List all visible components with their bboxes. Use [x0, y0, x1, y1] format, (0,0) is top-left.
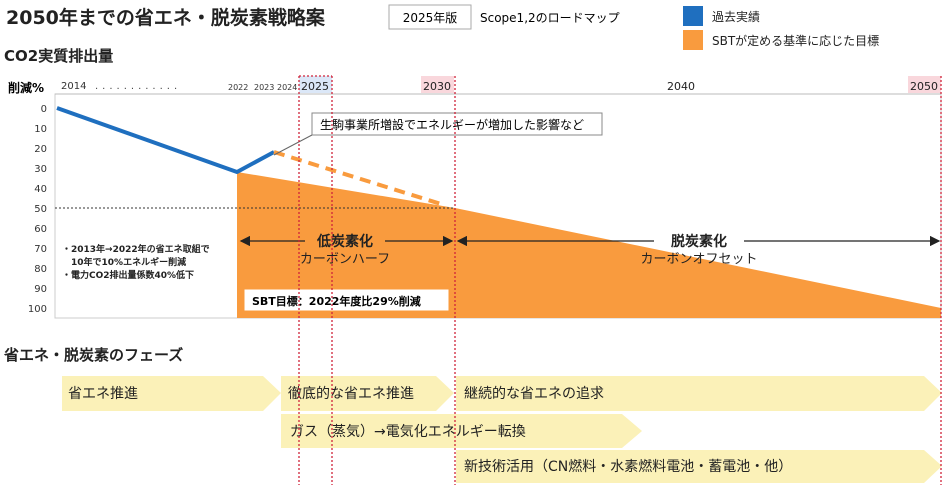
- year-label-2050: 2050: [910, 80, 938, 93]
- y-ticks: 0 10 20 30 40 50 60 70 80 90 100: [28, 104, 47, 315]
- legend-swatch-target: [683, 30, 703, 50]
- phase-band-5-label: 新技術活用（CN燃料・水素燃料電池・蓄電池・他）: [464, 458, 792, 475]
- y-tick-label: 10: [34, 124, 47, 135]
- legend-label-target: SBTが定める基準に応じた目標: [712, 33, 879, 48]
- callout-text: 生駒事業所増設でエネルギーが増加した影響など: [320, 117, 584, 132]
- phase1-sublabel: カーボンハーフ: [300, 252, 390, 267]
- y-tick-label: 100: [28, 304, 47, 315]
- year-label-2022: 2022: [228, 83, 248, 92]
- projection-dashed-line: [273, 150, 442, 206]
- page-title: 2050年までの省エネ・脱炭素戦略案: [6, 6, 326, 29]
- y-tick-label: 50: [34, 204, 47, 215]
- phase-band-2-label: 徹底的な省エネ推進: [288, 386, 414, 402]
- phase-band-1: [62, 376, 281, 411]
- legend-label-actual: 過去実績: [712, 9, 760, 24]
- year-label-2025: 2025: [301, 80, 329, 93]
- phase-band-2: [281, 376, 454, 411]
- year-label-2023: 2023: [254, 83, 274, 92]
- year-highlight-2050: [908, 76, 941, 93]
- y-tick-label: 20: [34, 144, 47, 155]
- y-tick-label: 40: [34, 184, 47, 195]
- phase-band-4: [281, 414, 642, 448]
- year-dots: ............: [95, 81, 181, 92]
- year-highlight-2025: [299, 76, 332, 93]
- legend-swatch-actual: [683, 6, 703, 26]
- note-line-1: ・2013年→2022年の省エネ取組で: [62, 243, 210, 255]
- year-highlight-2030: [421, 76, 454, 93]
- phase-band-3-label: 継続的な省エネの追求: [464, 385, 604, 402]
- y-tick-label: 0: [41, 104, 47, 115]
- phase2-label: 脱炭素化: [671, 233, 727, 250]
- phase-band-4-label: ガス（蒸気）→電気化エネルギー転換: [290, 424, 526, 440]
- scope-label: Scope1,2のロードマップ: [480, 11, 620, 25]
- phases-title: 省エネ・脱炭素のフェーズ: [3, 346, 183, 364]
- y-tick-label: 70: [34, 244, 47, 255]
- y-tick-label: 60: [34, 224, 47, 235]
- y-tick-label: 80: [34, 264, 47, 275]
- sbt-target-box: [243, 288, 450, 312]
- chart-title: CO2実質排出量: [4, 47, 113, 65]
- actual-emissions-line: [56, 106, 275, 174]
- note-line-2: 10年で10%エネルギー削減: [62, 256, 186, 268]
- year-label-2014: 2014: [61, 81, 86, 92]
- year-label-2030: 2030: [423, 80, 451, 93]
- y-tick-label: 90: [34, 284, 47, 295]
- y-axis-label: 削減%: [8, 80, 44, 95]
- note-line-3: ・電力CO2排出量係数40%低下: [62, 269, 194, 281]
- version-badge-box: [388, 4, 472, 30]
- phase-band-1-label: 省エネ推進: [68, 386, 138, 402]
- version-badge: 2025年版: [403, 11, 458, 25]
- sbt-target-text: SBT目標：2022年度比29%削減: [252, 294, 421, 308]
- phase-band-5: [456, 450, 942, 483]
- phase-band-3: [456, 376, 942, 411]
- year-label-2024: 2024: [277, 83, 297, 92]
- year-label-2040: 2040: [667, 80, 695, 93]
- callout-box: [311, 112, 603, 136]
- phase1-label: 低炭素化: [316, 233, 373, 250]
- callout-pointer: [273, 134, 313, 156]
- phase2-sublabel: カーボンオフセット: [640, 252, 757, 267]
- y-tick-label: 30: [34, 164, 47, 175]
